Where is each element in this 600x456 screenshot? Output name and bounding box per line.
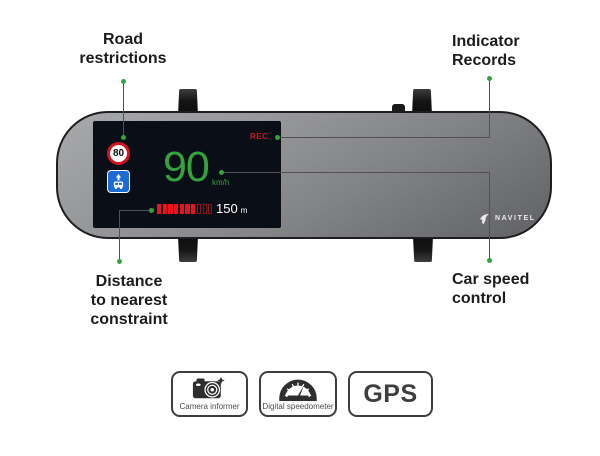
bus-lane-icon bbox=[113, 173, 124, 190]
bar-segment bbox=[208, 204, 213, 214]
speed-unit: km/h bbox=[212, 178, 230, 187]
dot-rec-screen bbox=[275, 135, 280, 140]
speed-limit-value: 80 bbox=[112, 148, 125, 159]
bar-segment bbox=[202, 204, 207, 214]
leader-distance-horizontal bbox=[119, 210, 152, 211]
label-line: restrictions bbox=[79, 50, 167, 67]
bar-segment bbox=[174, 204, 179, 214]
label-indicator-records: Indicator Records bbox=[452, 32, 520, 70]
feature-badges: Camera informer bbox=[171, 371, 433, 417]
distance-bar bbox=[157, 204, 213, 214]
power-button bbox=[392, 104, 405, 112]
navitel-bird-icon bbox=[479, 213, 490, 224]
label-line: constraint bbox=[90, 311, 168, 328]
distance-unit: m bbox=[240, 206, 248, 215]
label-line: Indicator bbox=[452, 33, 520, 50]
dot-indicator-top bbox=[487, 76, 492, 81]
label-line: control bbox=[452, 290, 507, 307]
bus-lane-sign bbox=[107, 170, 130, 193]
mount-clip-top-right bbox=[412, 89, 432, 115]
leader-indicator-vertical bbox=[489, 79, 490, 138]
camera-icon bbox=[192, 373, 228, 402]
distance-readout: 150 m bbox=[216, 201, 247, 216]
badge-label: Digital speedometer bbox=[262, 402, 334, 411]
gps-label: GPS bbox=[363, 379, 418, 408]
badge-label: Camera informer bbox=[179, 402, 240, 411]
label-road-restrictions: Road restrictions bbox=[79, 30, 166, 68]
rec-indicator: REC bbox=[250, 132, 269, 141]
leader-speed-horizontal bbox=[221, 172, 490, 173]
mount-clip-bottom-left bbox=[178, 236, 198, 262]
dot-road-screen bbox=[121, 135, 126, 140]
label-line: Car speed bbox=[452, 271, 530, 288]
leader-distance-vertical bbox=[119, 210, 120, 261]
dot-distance-bottom bbox=[117, 259, 122, 264]
distance-value: 150 bbox=[216, 201, 238, 216]
dot-speed-bottom bbox=[487, 258, 492, 263]
speed-limit-sign: 80 bbox=[107, 142, 130, 165]
label-line: Distance bbox=[95, 273, 163, 290]
dot-speed-screen bbox=[219, 170, 224, 175]
label-line: to nearest bbox=[90, 292, 168, 309]
label-line: Road bbox=[102, 31, 143, 48]
mount-clip-top-left bbox=[178, 89, 198, 115]
brand-logo: NAVITEL bbox=[478, 212, 536, 225]
label-distance-constraint: Distance to nearest constraint bbox=[90, 272, 167, 329]
leader-road-vertical bbox=[123, 81, 124, 138]
mount-clip-bottom-right bbox=[413, 236, 433, 262]
bar-segment bbox=[168, 204, 173, 214]
brand-name: NAVITEL bbox=[495, 215, 536, 222]
dot-road-top bbox=[121, 79, 126, 84]
bar-segment bbox=[185, 204, 190, 214]
speed-value: 90 bbox=[163, 143, 210, 191]
label-car-speed-control: Car speed control bbox=[452, 270, 529, 308]
leader-speed-vertical bbox=[489, 172, 490, 260]
bar-segment bbox=[162, 204, 167, 214]
bar-segment bbox=[157, 204, 162, 214]
bar-segment bbox=[179, 204, 184, 214]
badge-gps: GPS bbox=[348, 371, 433, 417]
label-line: Records bbox=[452, 52, 517, 69]
bar-segment bbox=[191, 204, 196, 214]
speedometer-icon bbox=[278, 373, 318, 402]
badge-camera-informer: Camera informer bbox=[171, 371, 248, 417]
dot-distance-screen bbox=[149, 208, 154, 213]
badge-digital-speedometer: Digital speedometer bbox=[259, 371, 337, 417]
leader-indicator-horizontal bbox=[277, 137, 490, 138]
bar-segment bbox=[196, 204, 201, 214]
